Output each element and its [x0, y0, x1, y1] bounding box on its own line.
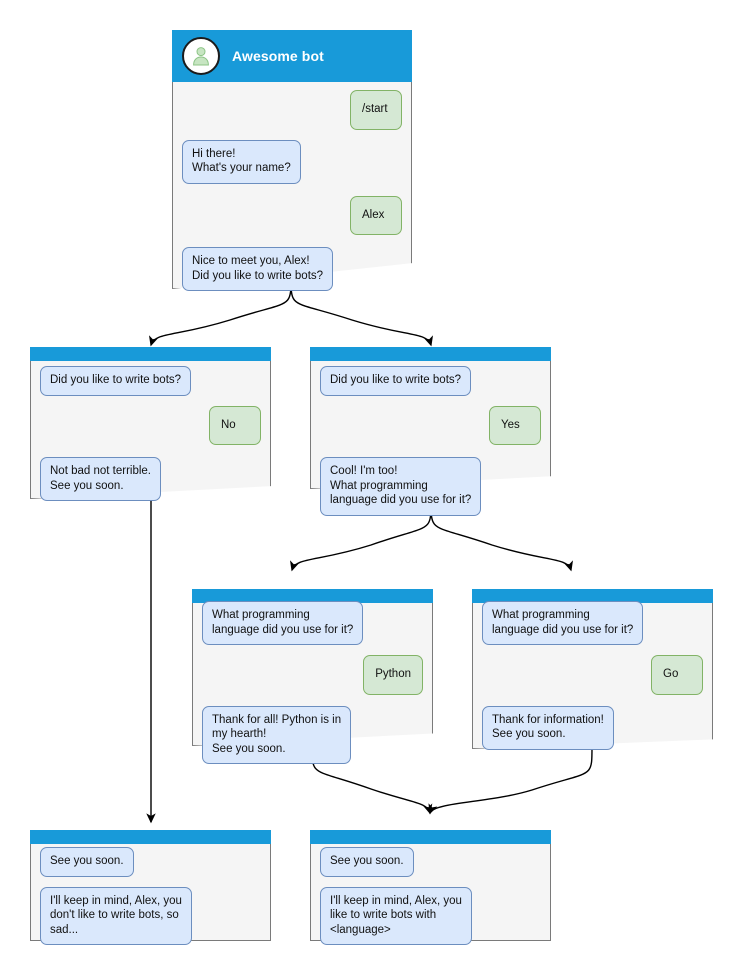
node-python-branch-conversation: What programming language did you use fo… — [192, 601, 433, 774]
message-row: Not bad not terrible. See you soon. — [40, 457, 261, 501]
node-end-no-conversation: See you soon. I'll keep in mind, Alex, y… — [30, 847, 271, 955]
user-message-bubble[interactable]: Python — [363, 655, 423, 695]
message-row: Alex — [182, 195, 402, 235]
bot-message-bubble[interactable]: What programming language did you use fo… — [202, 601, 364, 645]
message-row: I'll keep in mind, Alex, you don't like … — [40, 886, 261, 945]
node-yes-branch-conversation: Did you like to write bots? Yes Cool! I'… — [310, 366, 551, 526]
user-message-bubble[interactable]: /start — [350, 90, 402, 130]
message-row: I'll keep in mind, Alex, you like to wri… — [320, 886, 541, 945]
node-root-conversation: /start Hi there! What's your name? Alex … — [172, 90, 412, 301]
message-row: Did you like to write bots? — [320, 366, 541, 396]
node-end-yes-conversation: See you soon. I'll keep in mind, Alex, y… — [310, 847, 551, 955]
bot-message-bubble[interactable]: Thank for all! Python is in my hearth! S… — [202, 705, 352, 764]
message-row: See you soon. — [320, 847, 541, 877]
message-row: Go — [482, 655, 703, 695]
bot-message-bubble[interactable]: Cool! I'm too! What programming language… — [320, 457, 482, 516]
node-yes-branch[interactable]: Did you like to write bots? Yes Cool! I'… — [310, 347, 551, 516]
node-no-branch[interactable]: Did you like to write bots? No Not bad n… — [30, 347, 271, 501]
bot-message-bubble[interactable]: Nice to meet you, Alex! Did you like to … — [182, 247, 334, 291]
bot-message-bubble[interactable]: I'll keep in mind, Alex, you like to wri… — [320, 886, 472, 945]
node-root-titlebar: Awesome bot — [172, 30, 412, 82]
bot-message-bubble[interactable]: Hi there! What's your name? — [182, 139, 301, 184]
node-root[interactable]: Awesome bot /start Hi there! What's your… — [172, 30, 412, 291]
bot-message-bubble[interactable]: What programming language did you use fo… — [482, 601, 644, 645]
message-row: Nice to meet you, Alex! Did you like to … — [182, 247, 402, 291]
message-row: Python — [202, 655, 423, 695]
message-row: Thank for all! Python is in my hearth! S… — [202, 705, 423, 764]
bot-message-bubble[interactable]: Did you like to write bots? — [40, 366, 192, 396]
message-row: See you soon. — [40, 847, 261, 877]
node-no-branch-titlebar — [30, 347, 271, 361]
node-end-no-titlebar — [30, 830, 271, 844]
bot-message-bubble[interactable]: Not bad not terrible. See you soon. — [40, 457, 162, 501]
node-no-branch-conversation: Did you like to write bots? No Not bad n… — [30, 366, 271, 511]
node-go-branch-conversation: What programming language did you use fo… — [472, 601, 713, 760]
node-end-yes-titlebar — [310, 830, 551, 844]
node-python-branch-titlebar — [192, 589, 433, 603]
person-avatar-icon — [182, 37, 220, 75]
user-message-bubble[interactable]: Yes — [489, 405, 541, 445]
node-yes-branch-titlebar — [310, 347, 551, 361]
bot-message-bubble[interactable]: I'll keep in mind, Alex, you don't like … — [40, 886, 192, 945]
node-end-yes[interactable]: See you soon. I'll keep in mind, Alex, y… — [310, 830, 551, 945]
user-message-bubble[interactable]: Alex — [350, 195, 402, 235]
message-row: Thank for information! See you soon. — [482, 705, 703, 750]
message-row: Did you like to write bots? — [40, 366, 261, 396]
bot-message-bubble[interactable]: See you soon. — [320, 847, 414, 877]
node-go-branch[interactable]: What programming language did you use fo… — [472, 589, 713, 750]
user-message-bubble[interactable]: Go — [651, 655, 703, 695]
message-row: /start — [182, 90, 402, 130]
message-row: What programming language did you use fo… — [202, 601, 423, 645]
node-python-branch[interactable]: What programming language did you use fo… — [192, 589, 433, 764]
user-message-bubble[interactable]: No — [209, 405, 261, 445]
message-row: Yes — [320, 405, 541, 445]
message-row: Cool! I'm too! What programming language… — [320, 457, 541, 516]
bot-message-bubble[interactable]: Thank for information! See you soon. — [482, 705, 614, 750]
bot-message-bubble[interactable]: See you soon. — [40, 847, 134, 877]
message-row: No — [40, 405, 261, 445]
node-go-branch-titlebar — [472, 589, 713, 603]
message-row: Hi there! What's your name? — [182, 139, 402, 184]
message-row: What programming language did you use fo… — [482, 601, 703, 645]
bot-title: Awesome bot — [232, 48, 324, 64]
bot-message-bubble[interactable]: Did you like to write bots? — [320, 366, 472, 396]
node-end-no[interactable]: See you soon. I'll keep in mind, Alex, y… — [30, 830, 271, 945]
